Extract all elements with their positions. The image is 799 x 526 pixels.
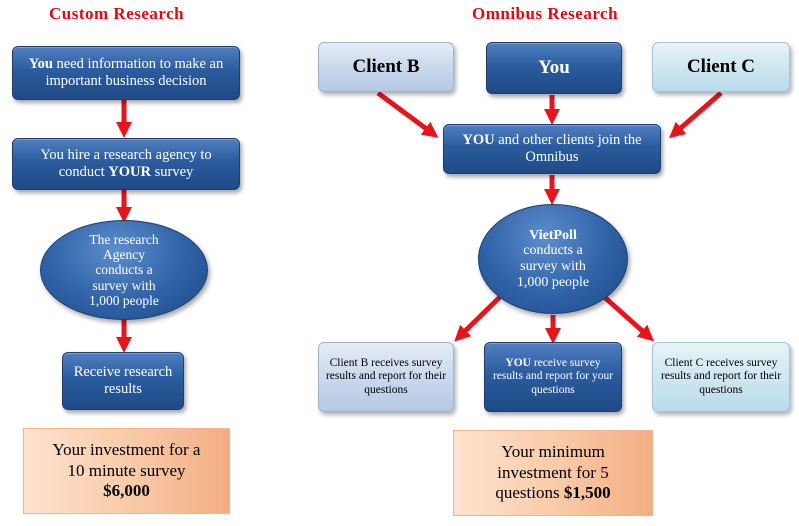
custom-step-need-information: You need information to make an importan…: [12, 46, 240, 100]
custom-investment-line2: 10 minute survey: [67, 460, 186, 480]
omnibus-investment-line3: questions $1,500: [495, 483, 611, 503]
omnibus-vietpoll-survey: VietPoll conducts a survey with 1,000 pe…: [478, 204, 628, 314]
omnibus-investment-box: Your minimum investment for 5 questions …: [453, 430, 653, 516]
custom-step-agency-conducts-survey: The research Agency conducts a survey wi…: [40, 220, 208, 320]
custom-investment-amount: $6,000: [103, 481, 150, 501]
omnibus-result-client-c-text: Client C receives survey results and rep…: [660, 357, 782, 396]
omnibus-join-box: YOU and other clients join the Omnibus: [443, 124, 661, 174]
omnibus-result-you: YOU receive survey results and report fo…: [484, 342, 622, 412]
omnibus-vietpoll-text: conducts a survey with 1,000 people: [516, 243, 590, 290]
omnibus-vietpoll-name: VietPoll: [529, 227, 577, 243]
omnibus-client-b-box: Client B: [318, 42, 454, 92]
omnibus-client-c-box: Client C: [652, 42, 790, 92]
custom-step-agency-conducts-survey-text: The research Agency conducts a survey wi…: [89, 232, 159, 308]
custom-step-hire-agency-text: You hire a research agency to conduct YO…: [40, 147, 212, 180]
custom-step-receive-results: Receive research results: [62, 352, 184, 410]
omnibus-investment-line2: investment for 5: [497, 462, 609, 482]
custom-step-hire-agency: You hire a research agency to conduct YO…: [12, 138, 240, 190]
custom-investment-line1: Your investment for a: [52, 440, 201, 460]
arrow-clientb-to-join: [376, 90, 439, 138]
omnibus-investment-amount: $1,500: [563, 483, 611, 503]
arrow-clientc-to-join: [668, 91, 723, 139]
omnibus-result-client-b: Client B receives survey results and rep…: [318, 342, 454, 412]
custom-step-need-information-text: You need information to make an importan…: [28, 56, 224, 89]
custom-investment-box: Your investment for a 10 minute survey $…: [23, 428, 230, 514]
custom-step-receive-results-text: Receive research results: [73, 364, 173, 397]
arrow-vietpoll-to-clientb: [454, 293, 504, 342]
omnibus-client-c-label: Client C: [686, 56, 756, 78]
omnibus-join-text: YOU and other clients join the Omnibus: [462, 132, 642, 165]
omnibus-result-client-c: Client C receives survey results and rep…: [652, 342, 790, 412]
omnibus-you-label: You: [538, 57, 570, 79]
omnibus-research-heading: Omnibus Research: [472, 4, 619, 23]
custom-research-heading: Custom Research: [49, 4, 185, 23]
omnibus-investment-line1: Your minimum: [501, 442, 605, 462]
omnibus-result-client-b-text: Client B receives survey results and rep…: [325, 357, 447, 396]
arrow-vietpoll-to-clientc: [600, 293, 654, 342]
omnibus-client-b-label: Client B: [352, 56, 420, 78]
omnibus-result-you-text: YOU receive survey results and report fo…: [492, 357, 614, 396]
omnibus-you-box: You: [486, 42, 622, 94]
